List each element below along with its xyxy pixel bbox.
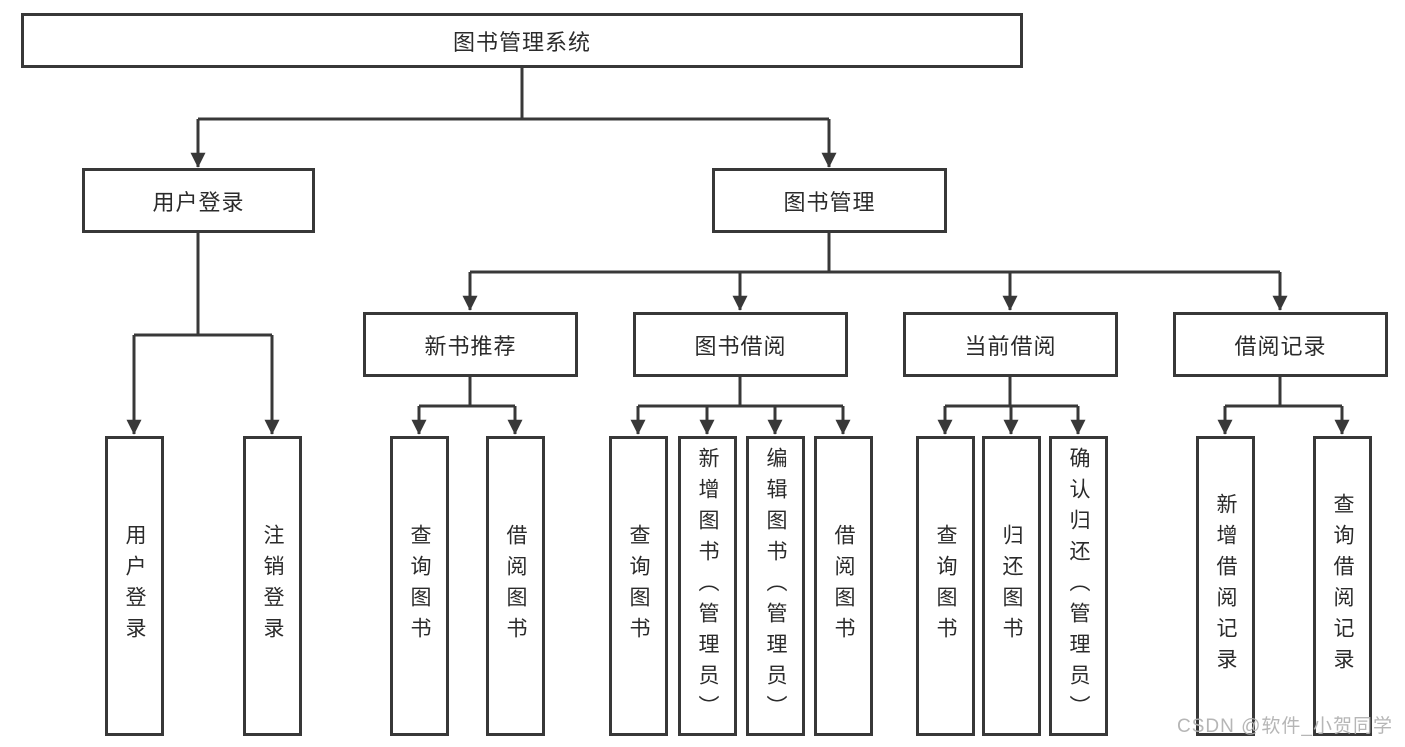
connector-borrowrecord-to-leaves: [1217, 377, 1350, 435]
connector-newbook-to-leaves: [411, 377, 523, 435]
connector-userlogin-to-leaves: [126, 233, 280, 435]
node-label: 新书推荐: [424, 333, 517, 359]
leaf-query-borrow-record: 查询借阅记录: [1313, 436, 1372, 736]
leaf-label: 借阅图书: [832, 524, 855, 648]
leaf-logout: 注销登录: [243, 436, 302, 736]
leaf-label: 编辑图书（管理员）: [764, 446, 787, 726]
leaf-label: 借阅图书: [504, 524, 527, 648]
leaf-label: 查询图书: [408, 524, 431, 648]
leaf-label: 查询图书: [627, 524, 650, 648]
leaf-label: 查询借阅记录: [1331, 493, 1354, 679]
node-book-management: 图书管理: [712, 168, 947, 233]
node-library-management-system: 图书管理系统: [21, 13, 1023, 68]
leaf-label: 确认归还（管理员）: [1067, 446, 1090, 726]
node-label: 图书管理: [783, 189, 876, 215]
leaf-add-borrow-record: 新增借阅记录: [1196, 436, 1255, 736]
node-label: 图书管理系统: [452, 29, 591, 55]
node-new-book-recommend: 新书推荐: [363, 312, 578, 377]
leaf-label: 用户登录: [123, 524, 146, 648]
leaf-label: 归还图书: [1000, 524, 1023, 648]
leaf-label: 注销登录: [261, 524, 284, 648]
node-label: 当前借阅: [964, 333, 1057, 359]
node-label: 用户登录: [152, 189, 245, 215]
node-label: 图书借阅: [694, 333, 787, 359]
leaf-query-book-recommend: 查询图书: [390, 436, 449, 736]
connector-currentborrow-to-leaves: [937, 377, 1086, 435]
leaf-add-book-admin: 新增图书（管理员）: [678, 436, 737, 736]
connector-bookmgmt-to-level3: [462, 233, 1288, 311]
leaf-user-login: 用户登录: [105, 436, 164, 736]
connector-bookborrow-to-leaves: [630, 377, 851, 435]
node-borrow-records: 借阅记录: [1173, 312, 1388, 377]
leaf-label: 新增借阅记录: [1214, 493, 1237, 679]
leaf-borrow-book: 借阅图书: [814, 436, 873, 736]
leaf-return-book: 归还图书: [982, 436, 1041, 736]
leaf-query-book-current: 查询图书: [916, 436, 975, 736]
leaf-label: 新增图书（管理员）: [696, 446, 719, 726]
leaf-edit-book-admin: 编辑图书（管理员）: [746, 436, 805, 736]
csdn-watermark: CSDN @软件_小贺同学: [1177, 716, 1393, 737]
leaf-confirm-return-admin: 确认归还（管理员）: [1049, 436, 1108, 736]
leaf-label: 查询图书: [934, 524, 957, 648]
node-current-borrow: 当前借阅: [903, 312, 1118, 377]
node-user-login: 用户登录: [82, 168, 315, 233]
leaf-query-book-borrow: 查询图书: [609, 436, 668, 736]
node-label: 借阅记录: [1234, 333, 1327, 359]
connector-root-to-level2: [190, 68, 837, 168]
node-book-borrow: 图书借阅: [633, 312, 848, 377]
leaf-borrow-book-recommend: 借阅图书: [486, 436, 545, 736]
